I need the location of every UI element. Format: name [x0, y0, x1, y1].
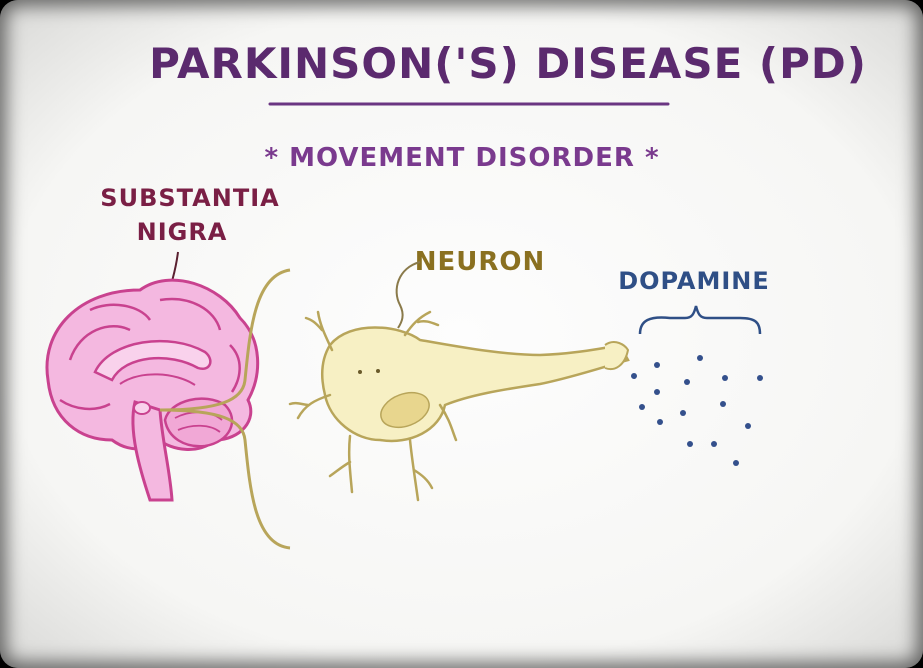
dopamine-dot [733, 460, 739, 466]
dopamine-dot [687, 441, 693, 447]
dopamine-dot [697, 355, 703, 361]
dopamine-molecules [631, 355, 763, 466]
dopamine-dot [722, 375, 728, 381]
dopamine-dot [745, 423, 751, 429]
brain-illustration [47, 280, 258, 500]
dopamine-dot [684, 379, 690, 385]
dopamine-brace [640, 306, 760, 334]
dopamine-dot [657, 419, 663, 425]
dopamine-label: DOPAMINE [618, 267, 770, 295]
dopamine-dot [654, 362, 660, 368]
dopamine-dot [711, 441, 717, 447]
dopamine-dot [654, 389, 660, 395]
substantia-nigra-label-line2: NIGRA [137, 218, 228, 246]
dopamine-dot [631, 373, 637, 379]
page-title: PARKINSON('S) DISEASE (PD) [149, 39, 867, 88]
dopamine-dot [757, 375, 763, 381]
dopamine-dot [720, 401, 726, 407]
dopamine-dot [639, 404, 645, 410]
dopamine-dot [680, 410, 686, 416]
neuron-label: NEURON [415, 247, 546, 277]
subtitle: * MOVEMENT DISORDER * [264, 143, 659, 173]
neuron-illustration [290, 312, 628, 500]
substantia-nigra-label-line1: SUBSTANTIA [100, 184, 279, 212]
